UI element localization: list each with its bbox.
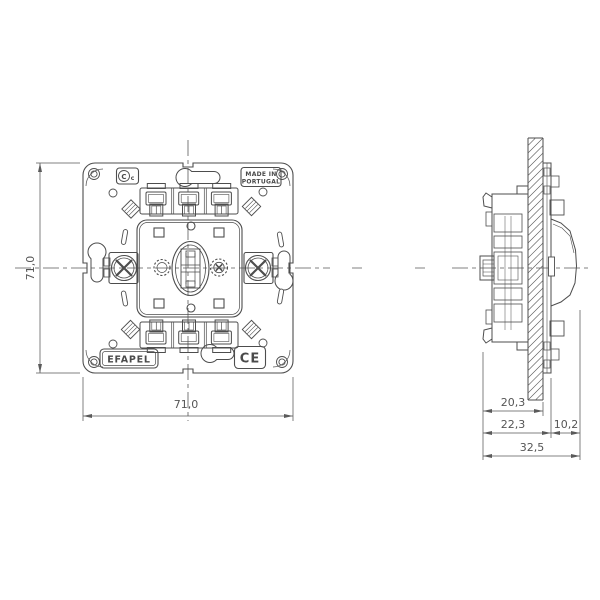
claw-screw-right <box>243 251 279 285</box>
made-in-portugal-label: MADE IN PORTUGAL <box>240 166 282 188</box>
front-view: C c MADE IN PORTUGAL EFAPEL CE <box>82 162 294 374</box>
ce-mark-icon: CE <box>233 345 267 370</box>
dimension-front-width: 71,0 <box>82 377 294 421</box>
brand-text: EFAPEL <box>107 355 151 366</box>
dim-height-label: 71,0 <box>24 256 37 281</box>
rocker-mount-oval <box>171 240 210 297</box>
wall-section <box>527 137 544 401</box>
dimension-behind-wall: 22,3 10,2 <box>483 310 581 460</box>
cert-letter-small: c <box>131 175 135 182</box>
side-view <box>479 137 578 401</box>
dimension-front-height: 71,0 <box>24 162 80 374</box>
cert-mark-icon: C c <box>115 167 140 185</box>
detail-wheels <box>153 258 229 277</box>
dim-recess-label: 20,3 <box>501 396 526 409</box>
terminal-block-bottom <box>139 319 239 353</box>
cert-letter: C <box>121 173 126 181</box>
arc-slots <box>120 229 285 307</box>
corner-holes <box>88 168 288 368</box>
ce-text: CE <box>240 352 260 367</box>
dim-protrusion-label: 10,2 <box>554 418 579 431</box>
dim-behind-wall-label: 22,3 <box>501 418 526 431</box>
dimension-recess-depth: 20,3 <box>482 352 544 460</box>
dimensions: 71,0 71,0 20,3 22,3 10,2 <box>24 162 581 460</box>
efapel-logo: EFAPEL <box>99 348 159 369</box>
made-in-line2: PORTUGAL <box>242 179 281 186</box>
wall-hatch <box>527 137 544 401</box>
side-mechanism-body <box>479 185 529 351</box>
made-in-line1: MADE IN <box>245 171 276 178</box>
dimension-total-depth: 32,5 <box>483 441 580 458</box>
terminal-block-top <box>139 183 239 217</box>
hatched-diamonds <box>120 196 262 340</box>
side-rocker <box>548 218 578 307</box>
dim-width-label: 71,0 <box>174 398 199 411</box>
dim-total-depth-label: 32,5 <box>520 441 545 454</box>
claw-screw-left <box>103 251 139 285</box>
